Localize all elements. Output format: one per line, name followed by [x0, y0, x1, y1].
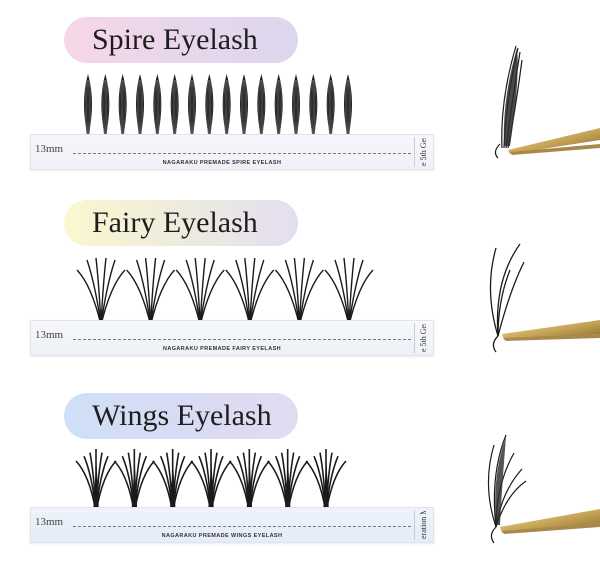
spire-eyelash-section: Spire Eyelash 13mm NAGARAKU PREMADE SPIR… — [0, 0, 600, 190]
wings-card-divider — [414, 510, 415, 540]
wings-lash-strip — [75, 449, 347, 531]
fairy-length-label: 13mm — [35, 329, 64, 341]
fairy-lash-strip — [76, 257, 374, 345]
fairy-side-text: e 5th Gen — [419, 324, 428, 352]
wings-lash-cluster — [228, 449, 270, 531]
fairy-brand-text: NAGARAKU PREMADE FAIRY EYELASH — [162, 346, 282, 352]
fairy-title: Fairy Eyelash — [92, 206, 258, 239]
wings-guide-line — [73, 526, 411, 527]
spire-tweezer-closeup-icon — [494, 45, 600, 159]
fairy-guide-line — [73, 339, 411, 340]
wings-side-text: eration M — [419, 511, 428, 539]
fairy-lash-cluster — [76, 257, 126, 345]
spire-length-label: 13mm — [35, 143, 64, 155]
spire-brand-text: NAGARAKU PREMADE SPIRE EYELASH — [162, 160, 282, 166]
wings-title-pill: Wings Eyelash — [64, 393, 298, 439]
fairy-lash-cluster — [324, 257, 374, 345]
wings-lash-cluster — [305, 449, 347, 531]
wings-tweezer-closeup-icon — [487, 434, 600, 544]
spire-title: Spire Eyelash — [92, 23, 258, 56]
fairy-lash-cluster — [225, 257, 275, 345]
wings-lash-cluster — [267, 449, 309, 531]
spire-title-pill: Spire Eyelash — [64, 17, 298, 63]
fairy-lash-card: 13mm NAGARAKU PREMADE FAIRY EYELASH e 5t… — [30, 320, 434, 356]
wings-lash-cluster — [190, 449, 232, 531]
fairy-lash-cluster — [175, 257, 225, 345]
spire-side-text: e 5th Gen — [419, 138, 428, 166]
fairy-tweezer-closeup-icon — [489, 243, 600, 353]
wings-title: Wings Eyelash — [92, 399, 272, 432]
fairy-card-divider — [414, 323, 415, 353]
spire-lash-card: 13mm NAGARAKU PREMADE SPIRE EYELASH e 5t… — [30, 134, 434, 170]
spire-lash-strip — [84, 74, 352, 152]
wings-length-label: 13mm — [35, 516, 64, 528]
wings-lash-card: 13mm NAGARAKU PREMADE WINGS EYELASH erat… — [30, 507, 434, 543]
spire-card-divider — [414, 137, 415, 167]
fairy-eyelash-section: Fairy Eyelash 13mm NAGARAKU PREMADE FAIR… — [0, 190, 600, 385]
wings-brand-text: NAGARAKU PREMADE WINGS EYELASH — [161, 533, 283, 539]
wings-eyelash-section: Wings Eyelash 13mm NAGARAKU PREMADE WING… — [0, 385, 600, 567]
fairy-lash-cluster — [126, 257, 176, 345]
spire-guide-line — [73, 153, 411, 154]
fairy-title-pill: Fairy Eyelash — [64, 200, 298, 246]
